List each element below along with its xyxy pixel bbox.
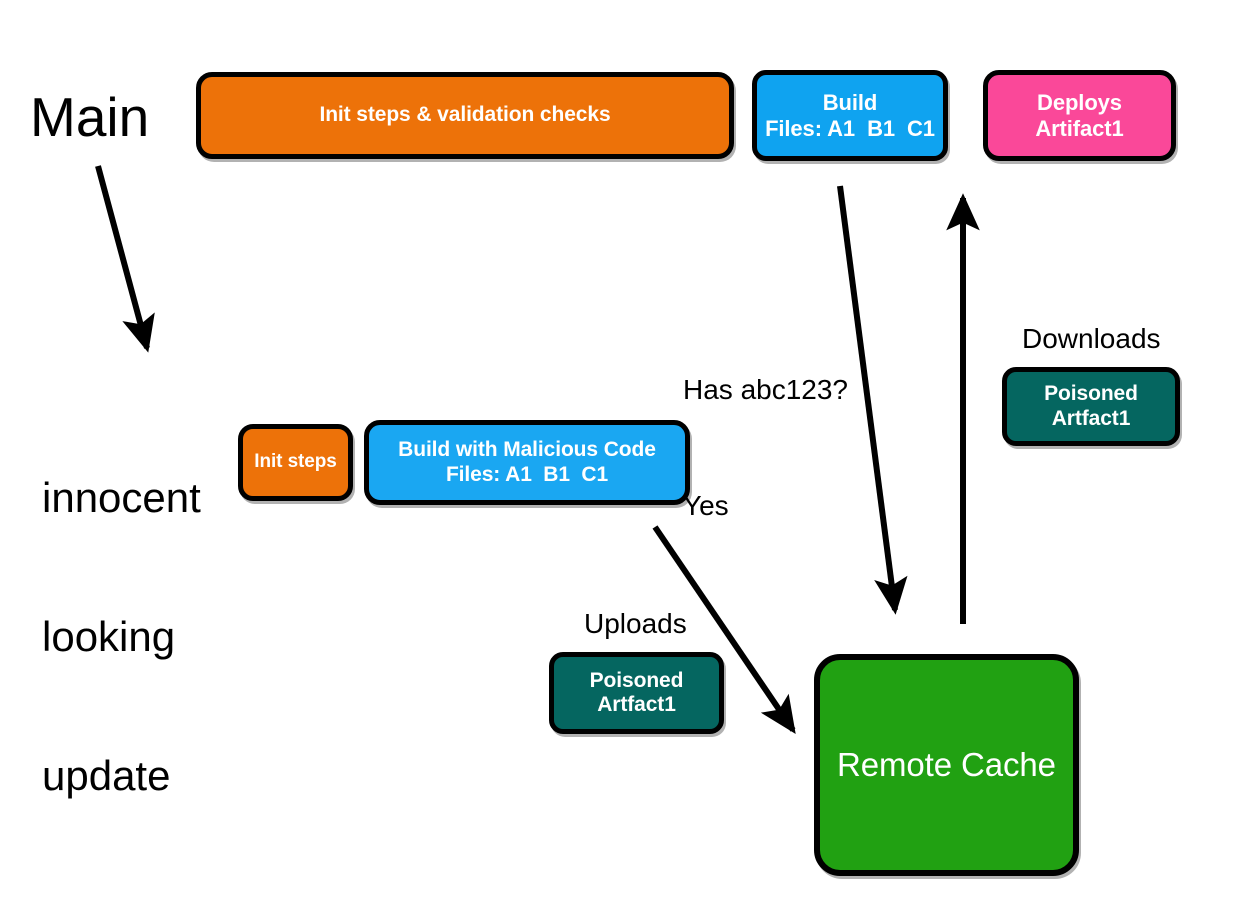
node-build-main-files: Files: A1 B1 C1 xyxy=(765,115,935,141)
node-build-with-malicious-code[interactable]: Build with Malicious Code Files: A1 B1 C… xyxy=(364,420,690,505)
attacker-branch-label-line3: update xyxy=(42,751,171,799)
cache-query-annotation: Has abc123? Yes xyxy=(683,294,848,603)
node-poisoned-artifact-download[interactable]: Poisoned Artfact1 xyxy=(1002,367,1180,446)
main-branch-label: Main xyxy=(30,86,150,148)
node-init-steps-validation-checks[interactable]: Init steps & validation checks xyxy=(196,72,734,159)
node-poisoned-artifact-upload-line2: Artfact1 xyxy=(597,693,676,716)
node-init-steps[interactable]: Init steps xyxy=(238,424,353,501)
node-build-malicious-files: Files: A1 B1 C1 xyxy=(445,462,609,486)
node-deploys-artifact[interactable]: Deploys Artifact1 xyxy=(983,70,1176,161)
node-remote-cache-label: Remote Cache xyxy=(837,745,1056,783)
node-build-main[interactable]: Build Files: A1 B1 C1 xyxy=(752,70,948,161)
node-build-main-title: Build xyxy=(822,89,878,115)
node-init-steps-label: Init steps xyxy=(254,451,337,473)
downloads-caption: Downloads xyxy=(1022,323,1161,354)
node-remote-cache[interactable]: Remote Cache xyxy=(814,654,1079,876)
arrow-build-main-to-cache xyxy=(837,185,908,615)
node-deploys-artifact-name: Artifact1 xyxy=(1035,115,1124,141)
attacker-branch-label: innocent looking update xyxy=(42,383,201,891)
node-poisoned-artifact-download-line1: Poisoned xyxy=(1044,382,1138,406)
uploads-caption: Uploads xyxy=(584,608,687,639)
node-deploys-title: Deploys xyxy=(1037,89,1122,115)
node-poisoned-artifact-upload[interactable]: Poisoned Artfact1 xyxy=(549,652,724,734)
cache-query-line1: Has abc123? xyxy=(683,374,849,406)
node-init-steps-validation-checks-label: Init steps & validation checks xyxy=(319,103,611,127)
attacker-branch-label-line2: looking xyxy=(42,612,176,660)
arrow-main-to-branch xyxy=(95,165,155,353)
node-poisoned-artifact-download-line2: Artfact1 xyxy=(1051,406,1131,430)
cache-query-line2: Yes xyxy=(683,490,729,522)
attacker-branch-label-line1: innocent xyxy=(42,474,201,522)
node-poisoned-artifact-upload-line1: Poisoned xyxy=(589,668,684,692)
node-build-malicious-title: Build with Malicious Code xyxy=(398,438,656,462)
